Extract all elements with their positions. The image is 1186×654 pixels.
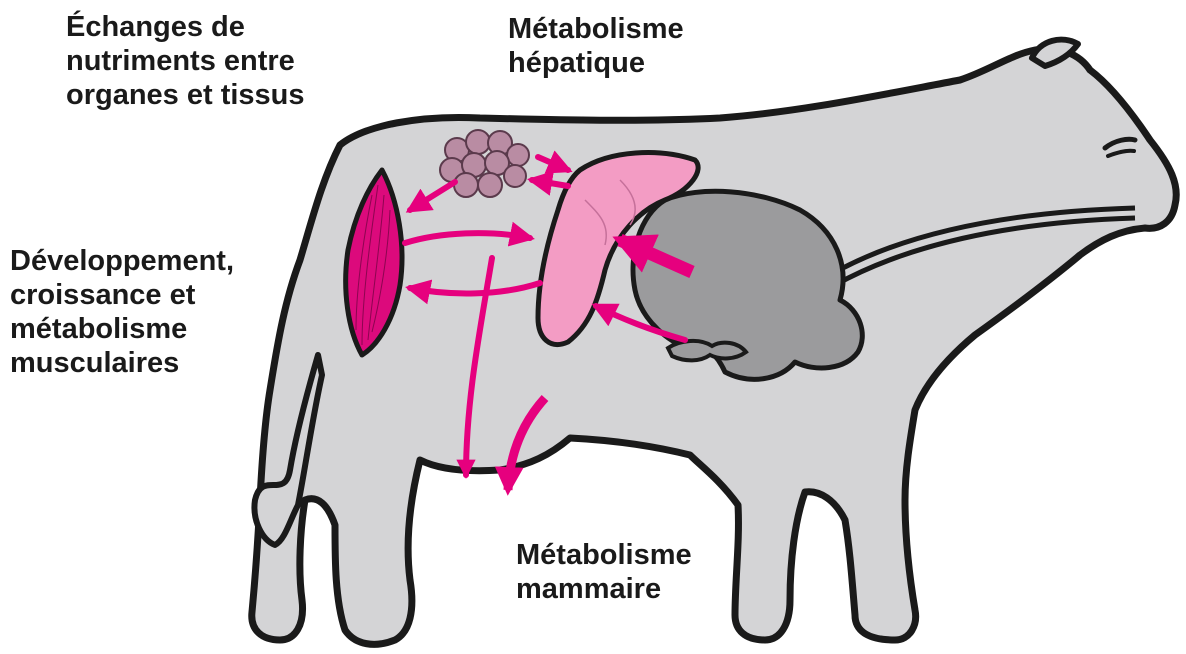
label-hepatic-metabolism: Métabolisme hépatique bbox=[508, 12, 684, 80]
label-mammary-metabolism: Métabolisme mammaire bbox=[516, 538, 692, 606]
label-muscle-metabolism-line-4: musculaires bbox=[10, 346, 234, 380]
intestine-icon bbox=[668, 341, 746, 360]
label-mammary-metabolism-line-2: mammaire bbox=[516, 572, 692, 606]
label-hepatic-metabolism-line-2: hépatique bbox=[508, 46, 684, 80]
label-nutrient-exchange-line-1: Échanges de bbox=[66, 10, 305, 44]
label-muscle-metabolism-line-2: croissance et bbox=[10, 278, 234, 312]
label-hepatic-metabolism-line-1: Métabolisme bbox=[508, 12, 684, 46]
label-mammary-metabolism-line-1: Métabolisme bbox=[516, 538, 692, 572]
label-nutrient-exchange-line-2: nutriments entre bbox=[66, 44, 305, 78]
label-nutrient-exchange-line-3: organes et tissus bbox=[66, 78, 305, 112]
label-muscle-metabolism-line-3: métabolisme bbox=[10, 312, 234, 346]
label-nutrient-exchange: Échanges de nutriments entre organes et … bbox=[66, 10, 305, 112]
label-muscle-metabolism: Développement, croissance et métabolisme… bbox=[10, 244, 234, 380]
label-muscle-metabolism-line-1: Développement, bbox=[10, 244, 234, 278]
